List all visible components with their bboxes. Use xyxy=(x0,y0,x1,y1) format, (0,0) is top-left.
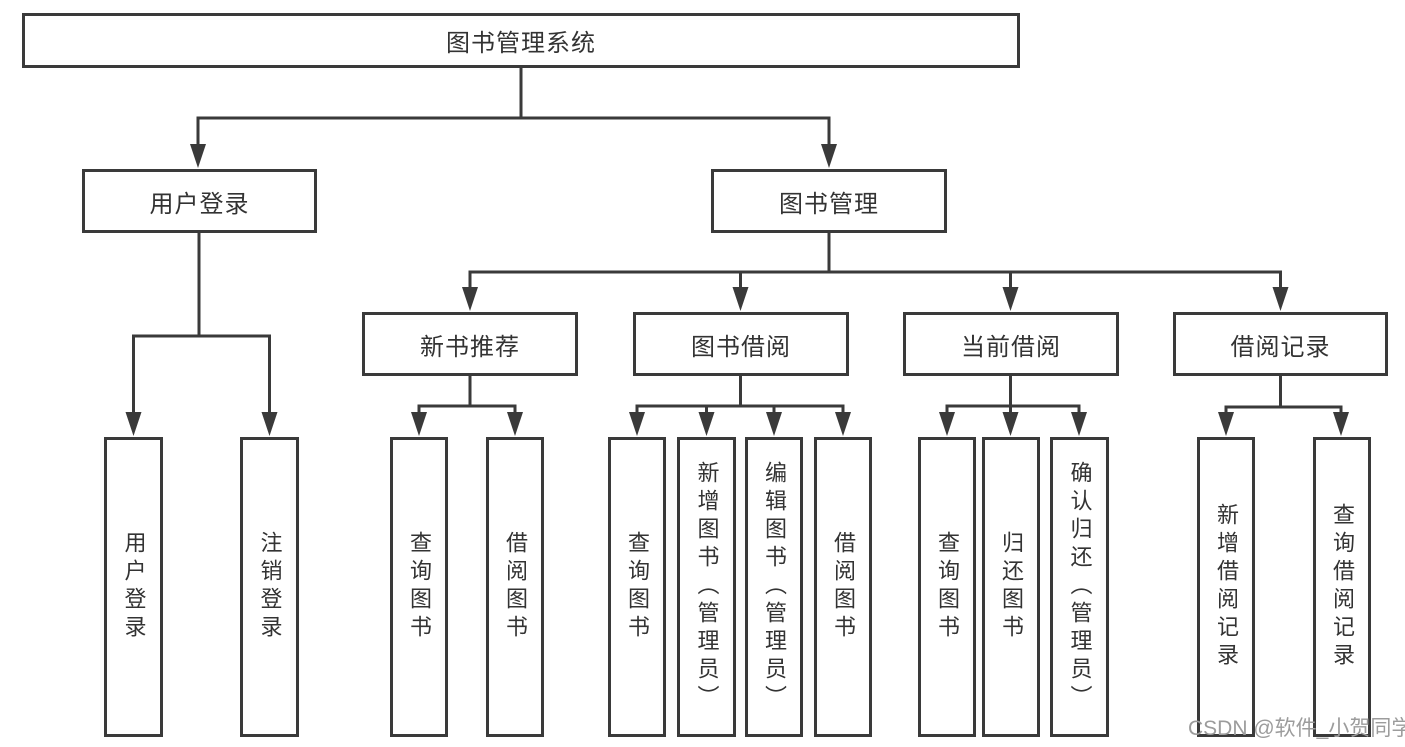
node-root-system-label: 图书管理系统 xyxy=(446,30,596,57)
leaf-nb-query-books: 查询图书 xyxy=(390,437,448,737)
leaf-br-add-record: 新增借阅记录 xyxy=(1197,437,1255,737)
leaf-bb-query-books: 查询图书 xyxy=(608,437,666,737)
leaf-bb-borrow-books-label: 借阅图书 xyxy=(831,531,856,643)
leaf-cb-return-books-label: 归还图书 xyxy=(999,531,1024,643)
leaf-bb-add-books: 新增图书（管理员） xyxy=(677,437,736,737)
node-book-management: 图书管理 xyxy=(711,169,947,233)
leaf-user-login: 用户登录 xyxy=(104,437,163,737)
leaf-cb-confirm-return: 确认归还（管理员） xyxy=(1050,437,1109,737)
csdn-watermark: CSDN @软件_小贺同学 xyxy=(1188,717,1405,740)
connector-current-borrow-to-leaves xyxy=(939,376,1087,436)
connector-borrow-records-to-leaves xyxy=(1218,376,1349,436)
leaf-bb-query-books-label: 查询图书 xyxy=(625,531,650,643)
node-current-borrow: 当前借阅 xyxy=(903,312,1119,376)
leaf-br-query-record-label: 查询借阅记录 xyxy=(1330,503,1355,671)
node-new-book-recommend: 新书推荐 xyxy=(362,312,578,376)
leaf-cb-return-books: 归还图书 xyxy=(982,437,1040,737)
node-book-borrow: 图书借阅 xyxy=(633,312,849,376)
leaf-cb-query-books: 查询图书 xyxy=(918,437,976,737)
leaf-bb-borrow-books: 借阅图书 xyxy=(814,437,872,737)
leaf-nb-borrow-books: 借阅图书 xyxy=(486,437,544,737)
node-current-borrow-label: 当前借阅 xyxy=(961,333,1061,361)
leaf-nb-borrow-books-label: 借阅图书 xyxy=(503,531,528,643)
leaf-br-add-record-label: 新增借阅记录 xyxy=(1214,503,1239,671)
node-borrow-records-label: 借阅记录 xyxy=(1230,333,1331,361)
connector-book-management-to-level3 xyxy=(462,233,1289,311)
connector-user-login-to-leaves xyxy=(125,233,278,436)
node-book-borrow-label: 图书借阅 xyxy=(691,333,791,361)
connector-book-borrow-to-leaves xyxy=(629,376,851,436)
node-user-login: 用户登录 xyxy=(82,169,317,233)
node-new-book-recommend-label: 新书推荐 xyxy=(420,333,520,361)
leaf-nb-query-books-label: 查询图书 xyxy=(407,531,432,643)
leaf-bb-add-books-label: 新增图书（管理员） xyxy=(694,461,720,713)
node-book-management-label: 图书管理 xyxy=(779,190,879,218)
node-borrow-records: 借阅记录 xyxy=(1173,312,1388,376)
leaf-bb-edit-books: 编辑图书（管理员） xyxy=(745,437,803,737)
leaf-cb-confirm-return-label: 确认归还（管理员） xyxy=(1067,461,1093,713)
leaf-logout: 注销登录 xyxy=(240,437,299,737)
leaf-user-login-label: 用户登录 xyxy=(121,531,147,643)
node-user-login-label: 用户登录 xyxy=(149,190,250,218)
leaf-cb-query-books-label: 查询图书 xyxy=(935,531,960,643)
leaf-br-query-record: 查询借阅记录 xyxy=(1313,437,1371,737)
connector-new-book-recommend-to-leaves xyxy=(411,376,523,436)
leaf-bb-edit-books-label: 编辑图书（管理员） xyxy=(762,461,787,713)
leaf-logout-label: 注销登录 xyxy=(257,531,283,643)
connector-root-to-level2 xyxy=(190,66,837,168)
node-root-system: 图书管理系统 xyxy=(22,13,1020,68)
